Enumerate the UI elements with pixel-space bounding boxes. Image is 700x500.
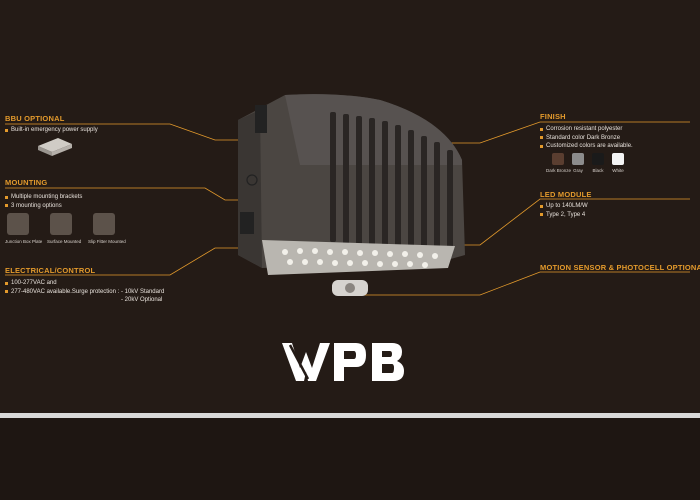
bbu-list: Built-in emergency power supply bbox=[5, 126, 98, 135]
bullet-icon bbox=[5, 128, 8, 132]
surface-mounted-image bbox=[50, 213, 72, 235]
swatch-label: White bbox=[612, 168, 624, 173]
list-item: Up to 140LM/W bbox=[540, 202, 588, 211]
bullet-icon bbox=[540, 136, 543, 139]
bullet-icon bbox=[5, 290, 8, 293]
bbu-module-image bbox=[38, 138, 72, 156]
wpb-logo bbox=[282, 343, 404, 381]
swatch-gray bbox=[572, 153, 584, 165]
bullet-icon bbox=[540, 144, 543, 148]
list-item: Type 2, Type 4 bbox=[540, 211, 588, 220]
swatch-black bbox=[592, 153, 604, 165]
mounting-option-label: Surface Mounted bbox=[47, 239, 82, 244]
list-item: 3 mounting options bbox=[5, 202, 82, 211]
swatch-label: Dark Bronze bbox=[546, 168, 572, 173]
bullet-icon bbox=[5, 204, 8, 207]
finish-list: Corrosion resistant polyester Standard c… bbox=[540, 125, 633, 151]
footer-area bbox=[0, 418, 700, 500]
list-item: Corrosion resistant polyester bbox=[540, 125, 633, 134]
list-item: Standard color Dark Bronze bbox=[540, 134, 633, 143]
slip-fitter-mounted-image bbox=[93, 213, 115, 235]
bullet-icon bbox=[5, 281, 8, 285]
swatch-white bbox=[612, 153, 624, 165]
divider-band bbox=[0, 413, 700, 418]
motion-callout-line bbox=[345, 271, 690, 296]
bullet-icon bbox=[5, 195, 8, 199]
wall-pack-fixture bbox=[238, 94, 465, 296]
list-item: 277-480VAC available.Surge protection : … bbox=[5, 288, 164, 297]
list-item: Multiple mounting brackets bbox=[5, 193, 82, 202]
hinge-top bbox=[255, 105, 267, 133]
bullet-icon bbox=[540, 204, 543, 208]
surge-optional-text: - 20kV Optional bbox=[121, 297, 163, 303]
electrical-list: 100-277VAC and 277-480VAC available.Surg… bbox=[5, 279, 164, 296]
list-item: 100-277VAC and bbox=[5, 279, 164, 288]
swatch-dark-bronze bbox=[552, 153, 564, 165]
led-list: Up to 140LM/W Type 2, Type 4 bbox=[540, 202, 588, 219]
mounting-heading: MOUNTING bbox=[5, 178, 48, 187]
mounting-list: Multiple mounting brackets 3 mounting op… bbox=[5, 193, 82, 210]
junction-box-plate-image bbox=[7, 213, 29, 235]
bullet-icon bbox=[540, 127, 543, 131]
list-item: Built-in emergency power supply bbox=[5, 126, 98, 135]
swatch-label: Gray bbox=[573, 168, 583, 173]
mounting-callout-line bbox=[5, 187, 250, 201]
hinge-bottom bbox=[240, 212, 254, 234]
swatch-label: Black bbox=[592, 168, 604, 173]
bullet-icon bbox=[540, 213, 543, 216]
bbu-heading: BBU OPTIONAL bbox=[5, 114, 65, 123]
mounting-option-label: Junction Box Plate bbox=[5, 239, 43, 244]
list-item: Customized colors are available. bbox=[540, 142, 633, 151]
electrical-heading: ELECTRICAL/CONTROL bbox=[5, 266, 96, 275]
motion-heading: MOTION SENSOR & PHOTOCELL OPTIONAL bbox=[540, 263, 700, 272]
mounting-option-label: Slip Fitter Mounted bbox=[88, 239, 126, 244]
led-heading: LED MODULE bbox=[540, 190, 592, 199]
finish-heading: FINISH bbox=[540, 112, 566, 121]
